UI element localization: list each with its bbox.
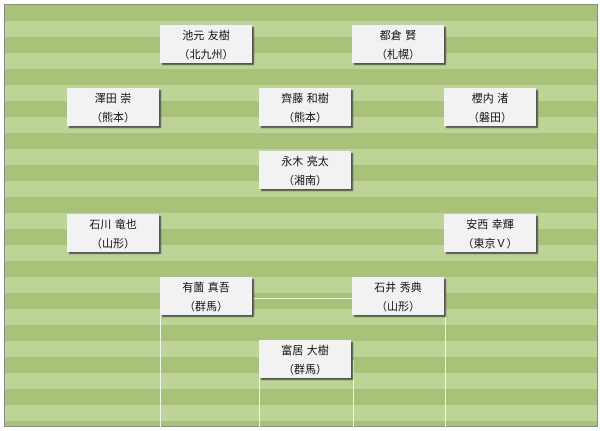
player-card: 永木 亮太 （湘南） (259, 151, 351, 189)
player-name: 石井 秀典 (374, 281, 422, 294)
player-card: 池元 友樹 （北九州） (160, 25, 252, 63)
player-card: 都倉 賢 （札幌） (352, 25, 444, 63)
player-card: 齊藤 和樹 （熊本） (259, 88, 351, 126)
player-name: 石川 竜也 (89, 218, 137, 231)
player-club: （群馬） (283, 363, 327, 376)
player-club: （湘南） (283, 174, 327, 187)
player-name: 都倉 賢 (379, 29, 417, 42)
player-card: 安西 幸輝 （東京Ｖ） (444, 214, 536, 252)
player-club: （熊本） (283, 111, 327, 124)
player-name: 安西 幸輝 (466, 218, 514, 231)
player-card: 有薗 真吾 （群馬） (160, 277, 252, 315)
player-club: （山形） (376, 300, 420, 313)
player-card: 櫻内 渚 （磐田） (444, 88, 536, 126)
player-club: （北九州） (178, 48, 234, 61)
player-name: 池元 友樹 (182, 29, 230, 42)
player-card: 澤田 崇 （熊本） (67, 88, 159, 126)
player-name: 永木 亮太 (281, 155, 329, 168)
player-card: 富居 大樹 （群馬） (259, 340, 351, 378)
player-club: （群馬） (184, 300, 228, 313)
player-card: 石井 秀典 （山形） (352, 277, 444, 315)
player-club: （山形） (91, 237, 135, 250)
penalty-area-line (160, 298, 446, 429)
player-name: 櫻内 渚 (471, 92, 509, 105)
player-card: 石川 竜也 （山形） (67, 214, 159, 252)
player-name: 齊藤 和樹 (281, 92, 329, 105)
player-name: 有薗 真吾 (182, 281, 230, 294)
player-name: 富居 大樹 (281, 344, 329, 357)
player-club: （熊本） (91, 111, 135, 124)
player-name: 澤田 崇 (94, 92, 132, 105)
player-club: （磐田） (468, 111, 512, 124)
player-club: （札幌） (376, 48, 420, 61)
player-club: （東京Ｖ） (462, 237, 518, 250)
